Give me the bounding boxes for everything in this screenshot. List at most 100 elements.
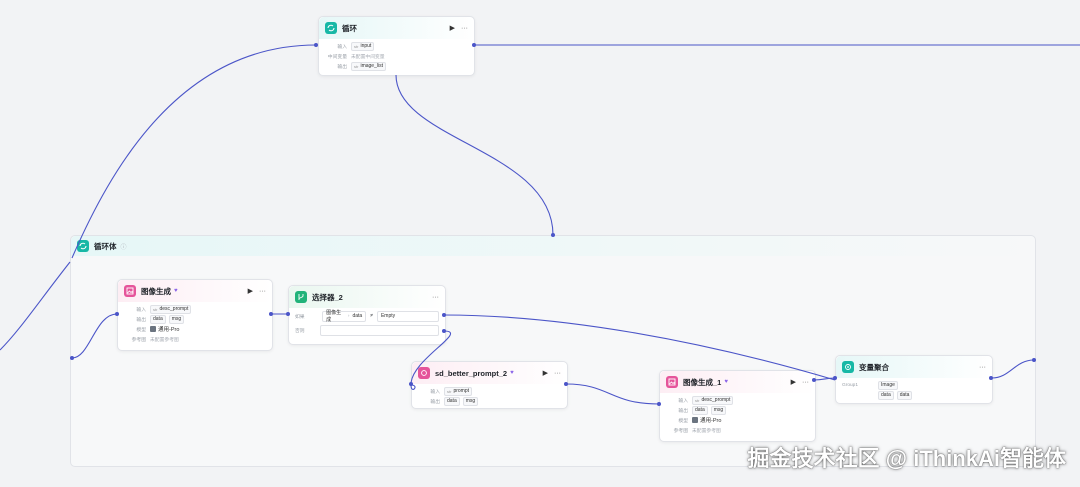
- ref-label: 参考图: [131, 337, 146, 343]
- loop-input-value: input: [360, 43, 372, 49]
- var-merge-title: 变量聚合: [859, 362, 889, 372]
- output-label: 输出: [678, 408, 688, 414]
- loop-input-handle[interactable]: [314, 43, 318, 47]
- loop-body-title: 循环体: [94, 241, 117, 251]
- selector-else-handle[interactable]: [442, 329, 446, 333]
- model-icon: [692, 417, 698, 423]
- heart-icon: ♥: [724, 379, 728, 385]
- input-value: desc_prompt: [701, 397, 731, 403]
- plugin-icon: [418, 367, 430, 379]
- edge-loop-to-body: [395, 74, 554, 236]
- model-value: 通用-Pro: [158, 327, 180, 333]
- more-icon[interactable]: ···: [461, 24, 468, 32]
- selector-title: 选择器_2: [312, 292, 343, 302]
- operator[interactable]: ≠: [370, 313, 373, 319]
- else-label: 否则: [295, 328, 305, 334]
- model-label: 模型: [678, 418, 688, 424]
- ref-value: 未配置参考图: [150, 337, 179, 343]
- sd-in-handle[interactable]: [409, 382, 413, 386]
- loop-output-label: 输出: [337, 64, 347, 70]
- type-icon: str: [354, 43, 359, 49]
- image-gen-title: 图像生成: [141, 286, 171, 296]
- heart-icon: ♥: [174, 288, 178, 294]
- input-label: 输入: [136, 307, 146, 313]
- output-tag: data: [150, 314, 166, 324]
- edge-start-to-loop: [71, 44, 317, 259]
- output-tag: msg: [710, 405, 727, 415]
- image-gen-1-in-handle[interactable]: [657, 402, 661, 406]
- loop-input-label: 输入: [337, 44, 347, 50]
- type-icon: str: [354, 63, 359, 69]
- loop-body-start-handle[interactable]: [70, 356, 74, 360]
- more-icon[interactable]: ···: [432, 293, 439, 301]
- edge-body-left-offscreen: [0, 261, 71, 351]
- branch-icon: [295, 291, 307, 303]
- loop-body-container[interactable]: 循环体 ⓘ: [70, 235, 1036, 467]
- selector-in-handle[interactable]: [286, 312, 290, 316]
- sd-out-handle[interactable]: [564, 382, 568, 386]
- group-value: Image: [878, 380, 898, 390]
- merge-out-handle[interactable]: [989, 376, 993, 380]
- image-gen-out-handle[interactable]: [269, 312, 273, 316]
- merge-in-handle[interactable]: [833, 376, 837, 380]
- image-gen-1-title: 图像生成_1: [683, 377, 722, 387]
- watermark: 掘金技术社区 @ iThinkAi智能体: [747, 446, 1066, 471]
- loop-body-end-handle[interactable]: [1032, 358, 1036, 362]
- ref-label: 参考图: [673, 428, 688, 434]
- more-icon[interactable]: ···: [259, 287, 266, 295]
- loop-output-handle[interactable]: [472, 43, 476, 47]
- play-icon[interactable]: ▶: [247, 288, 253, 295]
- type-icon: str: [153, 306, 158, 312]
- if-label: 如果: [295, 314, 305, 320]
- loop-icon: [325, 22, 337, 34]
- model-value: 通用-Pro: [700, 418, 722, 424]
- else-box: [320, 324, 439, 336]
- heart-icon: ♥: [510, 370, 514, 376]
- type-icon: str: [447, 388, 452, 394]
- merge-item: data: [896, 390, 913, 400]
- image-gen-in-handle[interactable]: [115, 312, 119, 316]
- output-tag: msg: [168, 314, 185, 324]
- loop-body-icon: [77, 240, 89, 252]
- play-icon[interactable]: ▶: [790, 379, 796, 386]
- merge-item: data: [878, 390, 894, 400]
- ref-value: 未配置参考图: [692, 428, 721, 434]
- more-icon[interactable]: ···: [554, 369, 561, 377]
- play-icon[interactable]: ▶: [542, 370, 548, 377]
- input-label: 输入: [678, 398, 688, 404]
- loop-node-title: 循环: [342, 23, 357, 33]
- play-icon[interactable]: ▶: [449, 25, 455, 32]
- output-tag: data: [444, 396, 460, 406]
- input-value: desc_prompt: [159, 306, 189, 312]
- group-label: Group1: [842, 382, 858, 388]
- source-name: 图像生成: [326, 310, 342, 323]
- merge-icon: [842, 361, 854, 373]
- output-tag: data: [692, 405, 708, 415]
- model-icon: [150, 326, 156, 332]
- loop-output-value: image_list: [360, 63, 383, 69]
- more-icon[interactable]: ···: [979, 363, 986, 371]
- image-icon: [124, 285, 136, 297]
- type-icon: str: [695, 397, 700, 403]
- image-gen-1-out-handle[interactable]: [812, 378, 816, 382]
- compare-value[interactable]: Empty: [376, 310, 439, 322]
- image-icon: [666, 376, 678, 388]
- loop-mid-label: 中间变量: [327, 54, 347, 60]
- loop-body-top-handle[interactable]: [551, 233, 555, 237]
- more-icon[interactable]: ···: [802, 378, 809, 386]
- source-field: data: [352, 313, 363, 319]
- sd-prompt-title: sd_better_prompt_2: [435, 368, 508, 378]
- loop-mid-value: 未配置中间变量: [351, 54, 385, 60]
- input-label: 输入: [430, 389, 440, 395]
- model-label: 模型: [136, 327, 146, 333]
- output-label: 输出: [136, 317, 146, 323]
- selector-if-handle[interactable]: [442, 313, 446, 317]
- selector-node[interactable]: 选择器_2 ··· 如果 图像生成›data ≠ Empty 否则: [288, 285, 446, 345]
- condition-source[interactable]: 图像生成›data: [322, 310, 367, 323]
- info-icon: ⓘ: [120, 244, 127, 251]
